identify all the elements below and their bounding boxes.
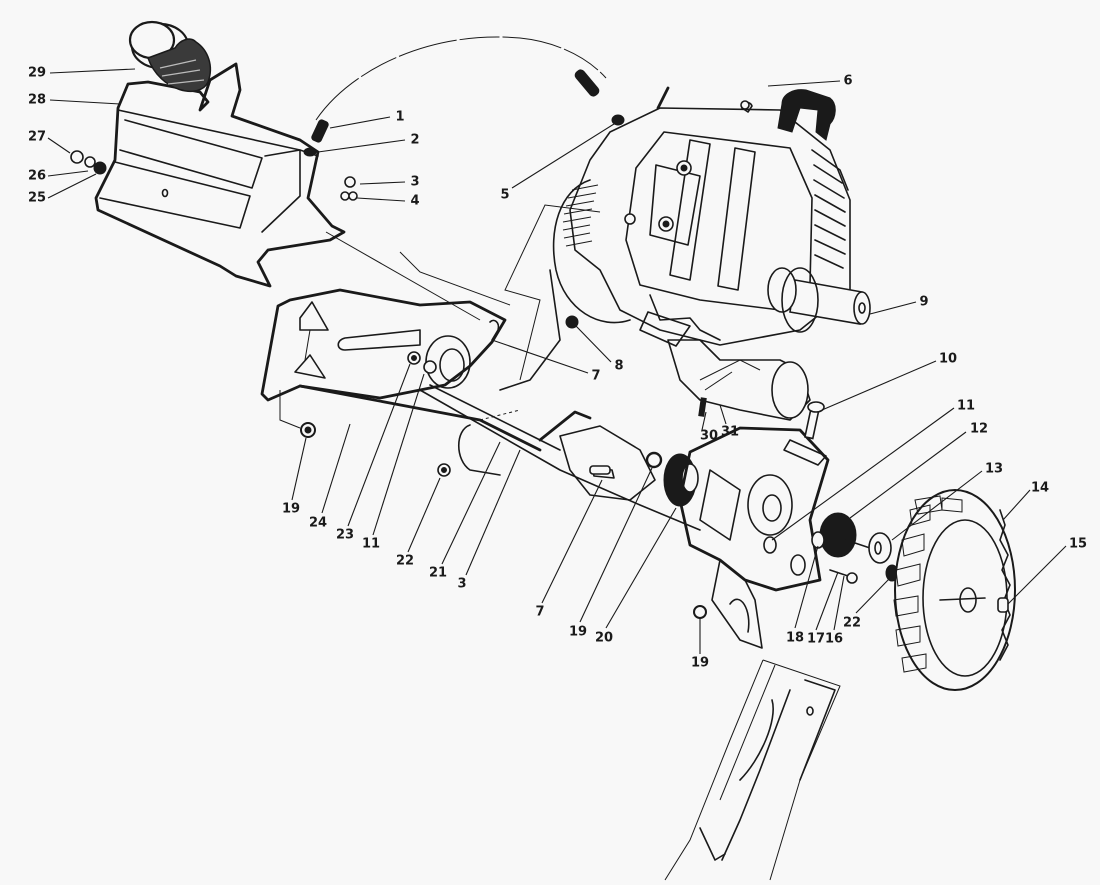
callout-c14: 14 bbox=[1030, 480, 1050, 496]
callout-c19a: 19 bbox=[281, 501, 301, 517]
callout-c29: 29 bbox=[27, 65, 47, 81]
callout-c22b: 22 bbox=[842, 615, 862, 631]
callout-c11a: 11 bbox=[956, 398, 976, 414]
callout-c18: 18 bbox=[785, 630, 805, 646]
callout-c4: 4 bbox=[410, 193, 420, 209]
callout-c19c: 19 bbox=[690, 655, 710, 671]
callout-c24: 24 bbox=[308, 515, 328, 531]
callout-c30: 30 bbox=[699, 428, 719, 444]
callout-c23: 23 bbox=[335, 527, 355, 543]
leader-lines bbox=[47, 68, 1067, 654]
callout-c15: 15 bbox=[1068, 536, 1088, 552]
tank-mount-hardware bbox=[70, 150, 107, 175]
callout-c27: 27 bbox=[27, 129, 47, 145]
callout-c17: 17 bbox=[806, 631, 826, 647]
callout-c5: 5 bbox=[500, 187, 510, 203]
fuel-cap bbox=[128, 20, 212, 92]
fuel-line bbox=[315, 36, 607, 121]
callout-c13: 13 bbox=[984, 461, 1004, 477]
fuel-tank bbox=[94, 62, 481, 321]
callout-c28: 28 bbox=[27, 92, 47, 108]
fuel-line-clips bbox=[303, 119, 358, 201]
callout-c3a: 3 bbox=[410, 174, 420, 190]
bearing-19 bbox=[645, 451, 663, 469]
wheel bbox=[893, 489, 1016, 691]
callout-c7b: 7 bbox=[535, 604, 545, 620]
engine bbox=[552, 86, 871, 347]
callout-c16: 16 bbox=[824, 631, 844, 647]
drive-housing bbox=[667, 339, 811, 421]
callout-c2: 2 bbox=[410, 132, 420, 148]
callout-c26: 26 bbox=[27, 168, 47, 184]
callout-c8: 8 bbox=[614, 358, 624, 374]
callout-c1: 1 bbox=[395, 109, 405, 125]
gear-housing bbox=[678, 401, 830, 649]
fuel-line-spring bbox=[574, 69, 600, 97]
callout-c6: 6 bbox=[843, 73, 853, 89]
callout-c9: 9 bbox=[919, 294, 929, 310]
callout-c25: 25 bbox=[27, 190, 47, 206]
callout-c21: 21 bbox=[428, 565, 448, 581]
callout-c31: 31 bbox=[720, 424, 740, 440]
callout-c7a: 7 bbox=[591, 368, 601, 384]
callout-c22a: 22 bbox=[395, 553, 415, 569]
wheel-drive-parts bbox=[811, 512, 899, 584]
callout-c20: 20 bbox=[594, 630, 614, 646]
callout-c12: 12 bbox=[969, 421, 989, 437]
callout-c10: 10 bbox=[938, 351, 958, 367]
callout-c19b: 19 bbox=[568, 624, 588, 640]
callout-c3b: 3 bbox=[457, 576, 467, 592]
callout-c11b: 11 bbox=[361, 536, 381, 552]
handle-tube bbox=[664, 659, 841, 881]
mounting-plate bbox=[538, 410, 656, 501]
frame-bracket bbox=[260, 288, 507, 438]
